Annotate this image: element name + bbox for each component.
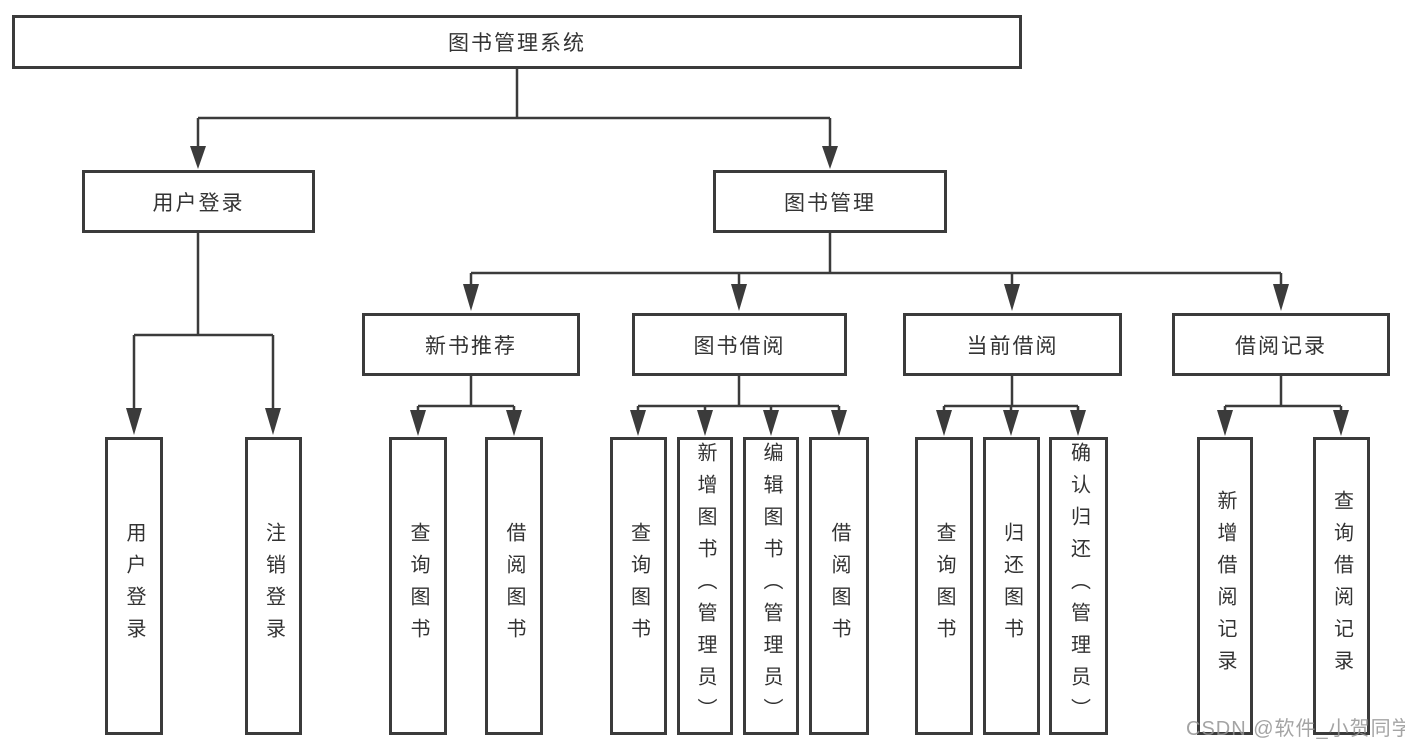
arrowhead (1217, 410, 1233, 436)
leaf-logout: 注销登录 (245, 437, 302, 735)
arrowhead (126, 408, 142, 435)
leaf-confirm-return-admin: 确认归还（管理员） (1049, 437, 1108, 735)
leaf-edit-books-admin: 编辑图书（管理员） (743, 437, 799, 735)
node-user-login: 用户登录 (82, 170, 315, 233)
arrowhead (697, 410, 713, 436)
csdn-watermark: CSDN @软件_小贺同学 (1186, 718, 1405, 740)
connector-new-book-recommend (410, 376, 522, 436)
arrowhead (763, 410, 779, 436)
leaf-borrow-books: 借阅图书 (809, 437, 869, 735)
leaf-query-books-recommend: 查询图书 (389, 437, 447, 735)
connector-book-borrow (630, 376, 847, 436)
node-book-borrow: 图书借阅 (632, 313, 847, 376)
arrowhead (265, 408, 281, 435)
arrowhead (1070, 410, 1086, 436)
arrowhead (190, 146, 206, 169)
arrowhead (731, 284, 747, 311)
leaf-return-books: 归还图书 (983, 437, 1040, 735)
leaf-borrow-books-recommend: 借阅图书 (485, 437, 543, 735)
connector-user-login (126, 233, 281, 435)
connector-root (190, 68, 838, 169)
arrowhead (630, 410, 646, 436)
node-borrow-records: 借阅记录 (1172, 313, 1390, 376)
arrowhead (936, 410, 952, 436)
connector-current-borrow (936, 376, 1086, 436)
node-book-management: 图书管理 (713, 170, 947, 233)
arrowhead (410, 410, 426, 436)
leaf-add-books-admin: 新增图书（管理员） (677, 437, 733, 735)
connector-book-management (463, 233, 1289, 311)
leaf-add-borrow-record: 新增借阅记录 (1197, 437, 1253, 735)
leaf-query-books-current: 查询图书 (915, 437, 973, 735)
node-current-borrow: 当前借阅 (903, 313, 1122, 376)
arrowhead (506, 410, 522, 436)
arrowhead (822, 146, 838, 169)
leaf-query-borrow-record: 查询借阅记录 (1313, 437, 1370, 735)
arrowhead (1004, 284, 1020, 311)
arrowhead (831, 410, 847, 436)
arrowhead (1333, 410, 1349, 436)
node-root: 图书管理系统 (12, 15, 1022, 69)
leaf-query-books-borrow: 查询图书 (610, 437, 667, 735)
node-new-book-recommend: 新书推荐 (362, 313, 580, 376)
leaf-user-login: 用户登录 (105, 437, 163, 735)
arrowhead (1003, 410, 1019, 436)
arrowhead (463, 284, 479, 311)
arrowhead (1273, 284, 1289, 311)
connector-borrow-records (1217, 376, 1349, 436)
